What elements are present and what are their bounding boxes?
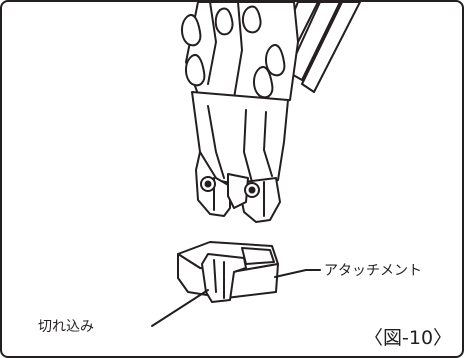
chain-link-left-lower xyxy=(185,54,206,87)
tool-body-edge xyxy=(207,2,217,85)
chain-link-right-upper xyxy=(265,44,286,77)
housing-edge-left xyxy=(207,105,225,179)
attachment-block xyxy=(177,241,279,303)
chain-link-center-right xyxy=(242,5,262,34)
attachment-leader-line xyxy=(274,269,321,278)
housing-edge-right xyxy=(263,111,273,177)
notch-inner-lines xyxy=(213,259,225,299)
attachment-raised-right xyxy=(241,247,275,265)
nailer-tool xyxy=(181,2,361,223)
figure-number: 〈図-10〉 xyxy=(364,327,453,349)
chain-link-left-upper xyxy=(181,14,202,47)
chain-link-right-lower xyxy=(253,66,274,99)
attachment-label: アタッチメント xyxy=(324,263,422,279)
upper-rail-right xyxy=(301,2,361,93)
notch-leader-line xyxy=(151,289,209,327)
screw-center-left xyxy=(204,180,212,188)
screw-center-right xyxy=(248,186,256,194)
notch-label: 切れ込み xyxy=(38,319,94,335)
upper-rail xyxy=(287,2,341,81)
housing-edge-center xyxy=(243,109,253,183)
tool-body-seam xyxy=(233,2,243,99)
nose-channel xyxy=(227,173,249,209)
chain-link-center xyxy=(214,7,234,36)
